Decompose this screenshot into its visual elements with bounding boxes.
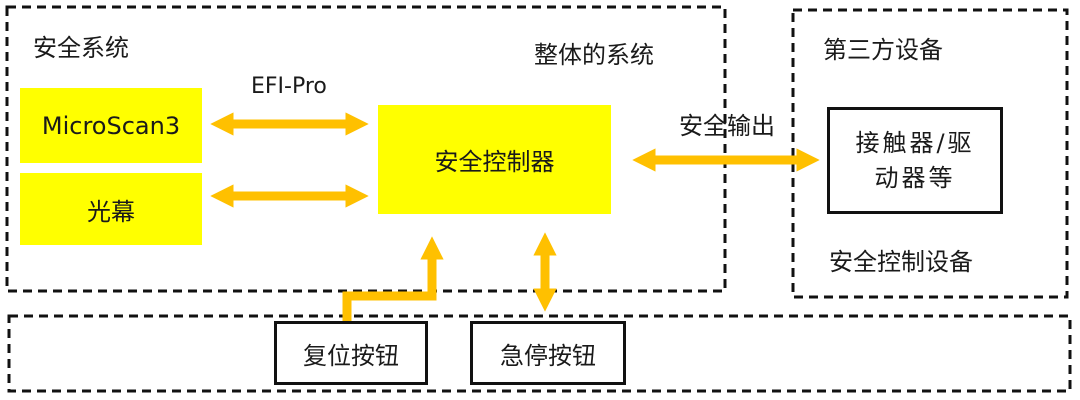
estop-button-label: 急停按钮 [500,341,596,370]
efi-pro-label: EFI-Pro [251,74,327,99]
contactor-label-line2: 动器等 [874,163,956,192]
microscan-label: MicroScan3 [41,111,181,140]
reset-button-label: 复位按钮 [303,341,399,370]
safety-system-label: 安全系统 [33,34,129,62]
overall-system-label: 整体的系统 [534,41,654,69]
reset-button-arrow [342,236,444,323]
contactor-driver-node: 接触器/驱 动器等 [827,107,1003,214]
safety-controller-label: 安全控制器 [434,148,555,176]
safety-control-equipment-label: 安全控制设备 [829,248,973,276]
bottom-region-border [7,314,1072,393]
third-party-label: 第三方设备 [823,36,943,64]
light-curtain-node: 光幕 [20,173,202,245]
microscan-node: MicroScan3 [20,88,202,163]
safety-controller-node: 安全控制器 [378,105,611,214]
light-curtain-label: 光幕 [87,197,135,226]
estop-button-node: 急停按钮 [470,321,626,385]
safety-output-label: 安全输出 [679,112,775,140]
reset-button-node: 复位按钮 [274,321,428,385]
contactor-label-line1: 接触器/驱 [855,128,975,157]
